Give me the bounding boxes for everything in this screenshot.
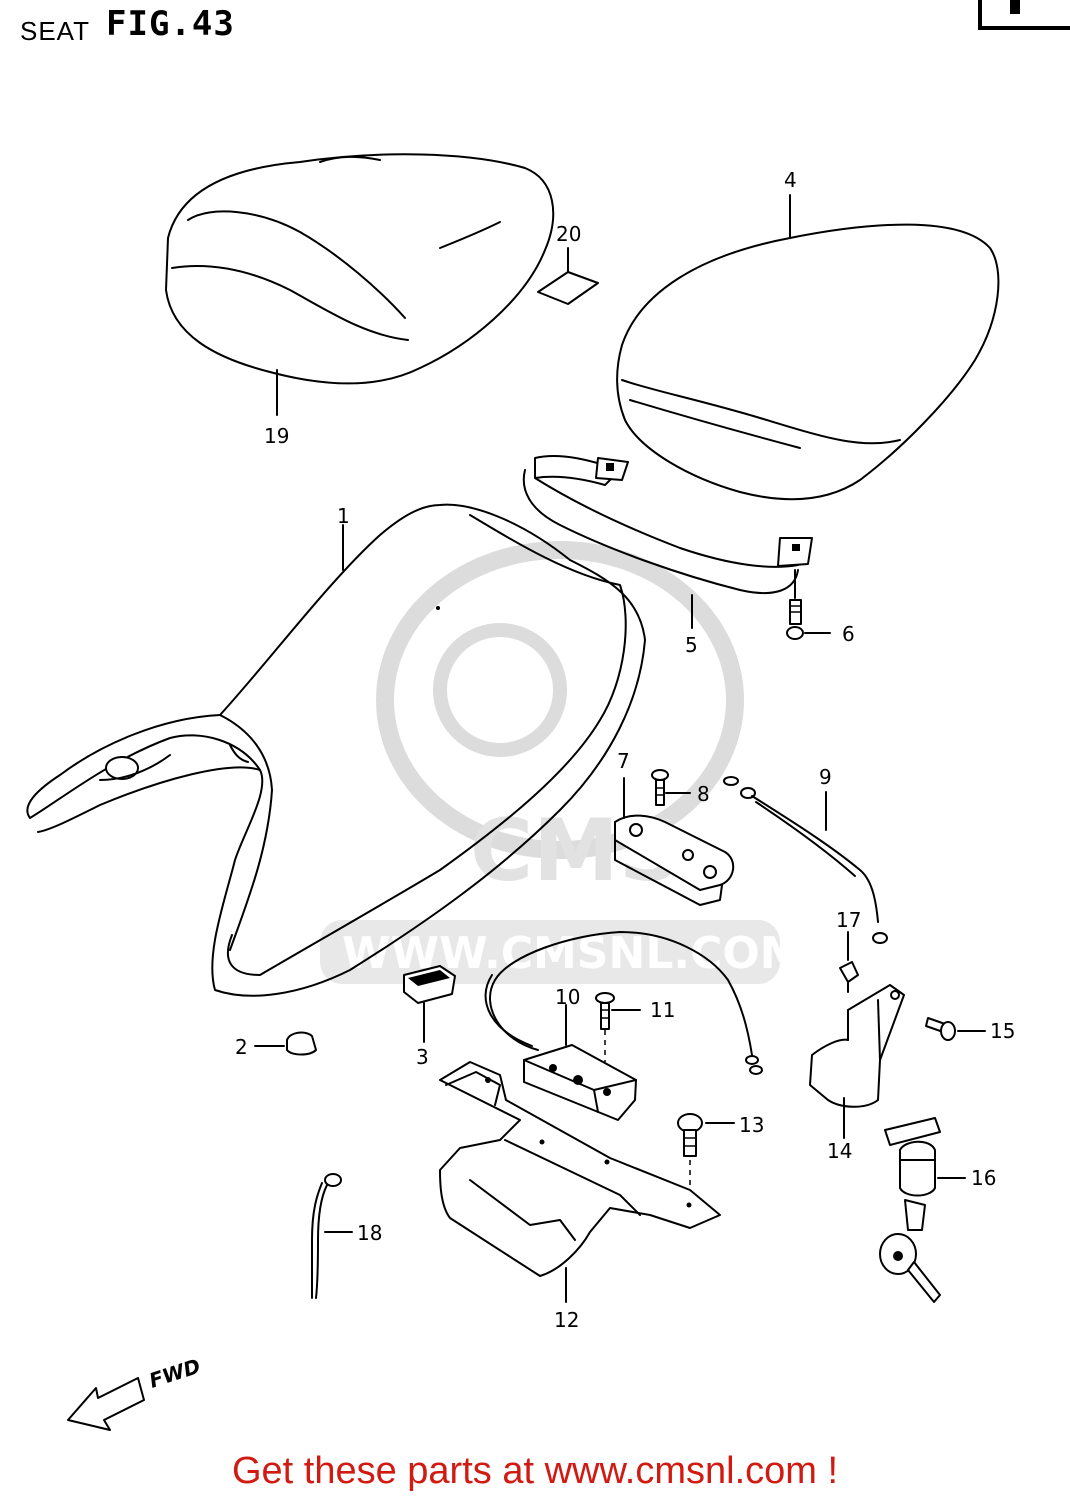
part-6-bolt <box>786 569 831 640</box>
fwd-arrow <box>67 1377 145 1431</box>
lock-cable <box>484 931 763 1075</box>
part-5-tail-bracket <box>522 454 813 629</box>
callout-6: 6 <box>842 622 855 646</box>
corner-mark <box>978 0 1070 30</box>
part-20-label <box>537 247 599 305</box>
callout-15: 15 <box>990 1019 1015 1043</box>
part-12-rail-bracket <box>439 1061 721 1303</box>
part-19-pillion-cover <box>165 153 555 416</box>
callout-4: 4 <box>784 168 797 192</box>
callout-18: 18 <box>357 1221 382 1245</box>
callout-8: 8 <box>697 782 710 806</box>
callout-14: 14 <box>827 1139 852 1163</box>
part-18-helmet-wire <box>310 1173 353 1299</box>
watermark: CMS WWW.CMSNL.COM <box>320 541 804 984</box>
part-3-damper <box>403 965 456 1043</box>
part-7-lock-holder <box>614 777 735 906</box>
footer-link[interactable]: Get these parts at www.cmsnl.com ! <box>231 1450 839 1492</box>
watermark-url: WWW.CMSNL.COM <box>342 928 804 979</box>
part-2-cushion <box>254 1031 317 1056</box>
callout-19: 19 <box>264 424 289 448</box>
callout-7: 7 <box>617 749 630 773</box>
callout-12: 12 <box>554 1308 579 1332</box>
callout-1: 1 <box>337 504 350 528</box>
part-11-screw <box>595 992 641 1062</box>
part-4-pillion-seat <box>616 194 1000 501</box>
part-15-screw <box>925 1017 986 1041</box>
part-8-screw <box>651 769 691 806</box>
part-13-bolt <box>677 1113 735 1185</box>
callout-10: 10 <box>555 985 580 1009</box>
callout-17: 17 <box>836 908 861 932</box>
section-title: SEAT <box>20 16 90 46</box>
fwd-label: FWD <box>146 1354 203 1393</box>
callout-3: 3 <box>416 1045 429 1069</box>
part-16-seat-lock <box>879 1117 966 1303</box>
part-9-cable <box>723 776 888 944</box>
callout-13: 13 <box>739 1113 764 1137</box>
part-1-main-seat <box>26 503 646 997</box>
callout-9: 9 <box>819 765 832 789</box>
callout-5: 5 <box>685 633 698 657</box>
part-14-bracket <box>809 984 905 1139</box>
callout-20: 20 <box>556 222 581 246</box>
callout-2: 2 <box>235 1035 248 1059</box>
callout-11: 11 <box>650 998 675 1022</box>
callout-16: 16 <box>971 1166 996 1190</box>
part-10-lock-plate <box>523 1004 637 1121</box>
figure-number: FIG.43 <box>106 4 235 44</box>
part-17-clip <box>839 931 859 993</box>
